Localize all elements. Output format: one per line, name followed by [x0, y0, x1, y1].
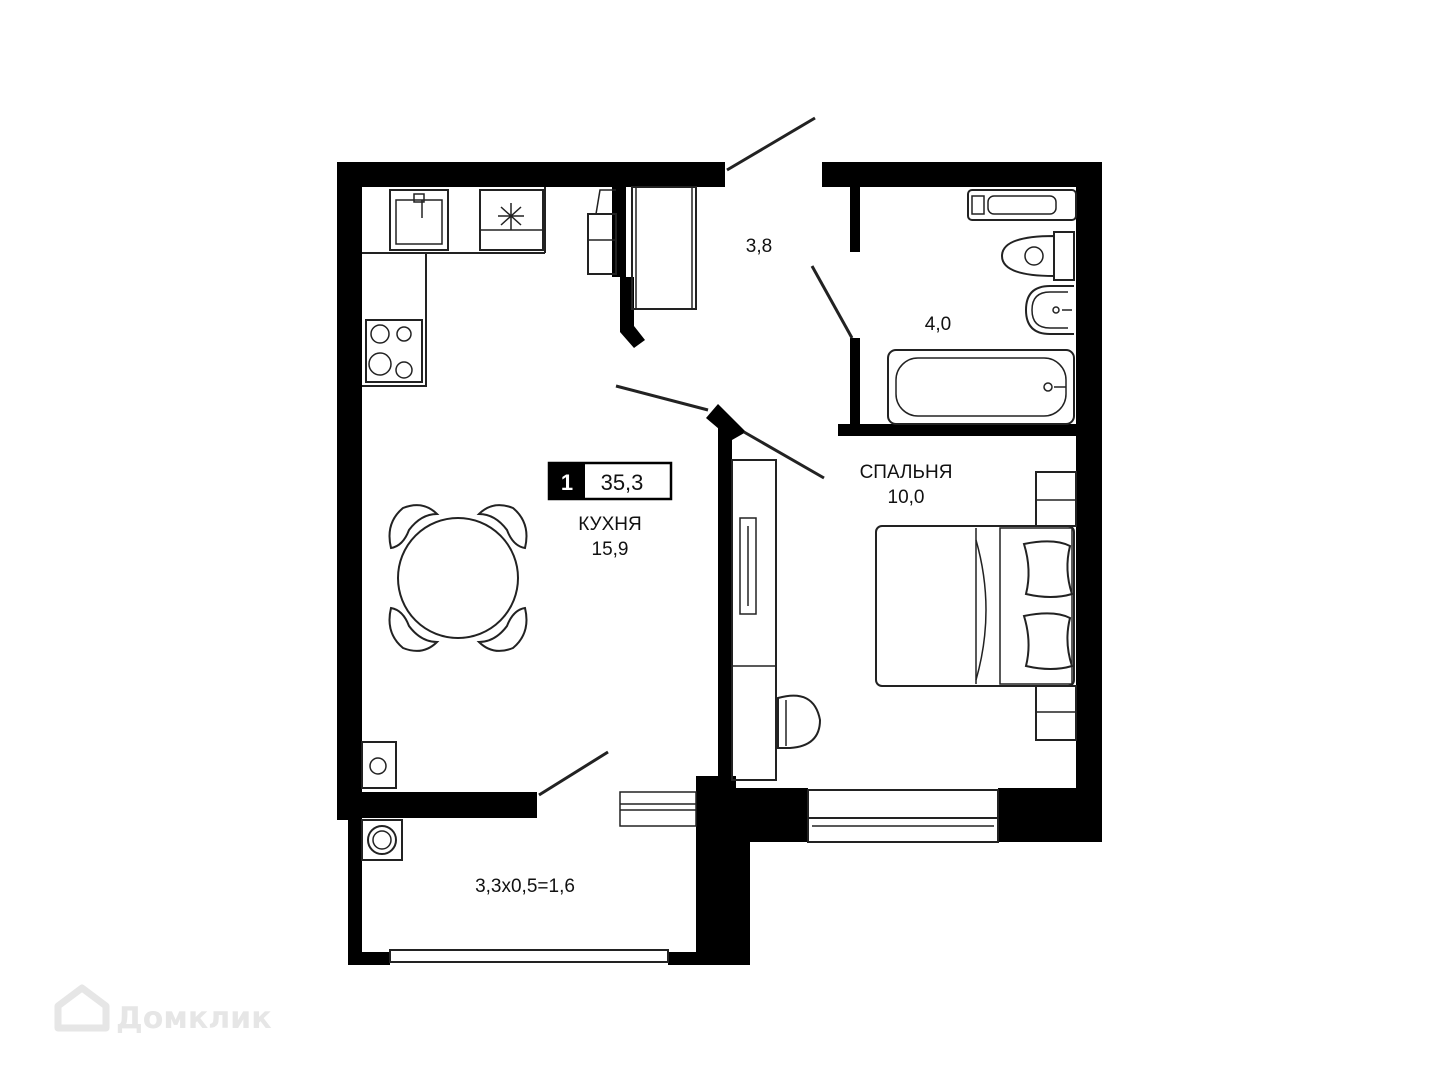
wall-balcony-right [696, 788, 750, 963]
windows [389, 789, 999, 963]
wall-bedroom-bottom-right [998, 788, 1102, 842]
kitchen-name: КУХНЯ [578, 514, 641, 535]
chair-icon [476, 504, 528, 550]
chair-icon [388, 504, 440, 550]
watermark: Домклик [54, 984, 272, 1036]
bathtub-icon [887, 349, 1075, 425]
chair-icon [476, 606, 528, 652]
door-bedroom [743, 430, 825, 480]
dining-table [388, 504, 528, 652]
pillow-icon [1022, 612, 1074, 670]
boiler-icon [361, 741, 397, 789]
wall-partition-stub [620, 277, 645, 348]
bathroom-fixtures [887, 189, 1077, 425]
wardrobe [631, 186, 697, 310]
window-kitchen-balcony [619, 791, 697, 827]
rooms-count: 1 [561, 470, 573, 495]
bathroom-area: 4,0 [925, 314, 951, 335]
hall-area: 3,8 [746, 236, 772, 257]
balcony-area: 3,3х0,5=1,6 [475, 876, 575, 897]
wall-balcony-bottom-left [348, 952, 390, 965]
kitchen-furniture [361, 187, 546, 789]
sink-icon [389, 189, 449, 251]
wall-bath-left-lower [850, 338, 860, 436]
wall-bath-bottom [838, 424, 1078, 436]
wall-top-right [822, 162, 1102, 187]
wall-bath-left-upper [850, 187, 860, 252]
desk-chair-icon [777, 694, 822, 749]
wall-bedroom-left [718, 420, 732, 790]
wall-top-left [337, 162, 725, 187]
bedroom-area: 10,0 [888, 487, 925, 508]
stove-icon [365, 319, 423, 383]
wall-balcony-bottom-right [668, 952, 750, 965]
area-badge: 1 35,3 [547, 461, 673, 501]
total-area: 35,3 [601, 470, 644, 495]
dishwasher-icon [479, 189, 544, 251]
nightstand-icon [1035, 471, 1077, 527]
door-balcony [538, 750, 609, 797]
wall-partition-upper [612, 187, 626, 277]
wall-corner-joint [706, 404, 746, 440]
chair-icon [388, 606, 440, 652]
toilet-icon [1000, 231, 1075, 281]
kitchen-area: 15,9 [592, 539, 629, 560]
bedroom-name: СПАЛЬНЯ [860, 462, 953, 483]
wall-left-outer [337, 162, 362, 820]
nightstand-icon [1035, 685, 1077, 741]
walls [337, 162, 1102, 965]
bed [875, 471, 1077, 741]
watermark-text: Домклик [116, 1001, 272, 1036]
wall-kitchen-bottom [337, 792, 537, 818]
door-kitchen [615, 384, 709, 412]
house-icon [54, 984, 110, 1032]
tv-stand [731, 459, 777, 781]
washing-machine-icon [967, 189, 1077, 221]
washbasin-icon [1024, 285, 1074, 335]
door-entrance [726, 116, 816, 172]
balcony-boiler-icon [361, 819, 403, 861]
pillow-icon [1022, 540, 1074, 598]
doors [538, 116, 854, 797]
wall-balcony-left [348, 818, 362, 965]
door-bathroom [810, 265, 854, 339]
shoe-rack [587, 189, 617, 275]
window-balcony [389, 949, 669, 963]
wall-right-outer [1076, 162, 1102, 842]
window-bedroom [807, 789, 999, 843]
